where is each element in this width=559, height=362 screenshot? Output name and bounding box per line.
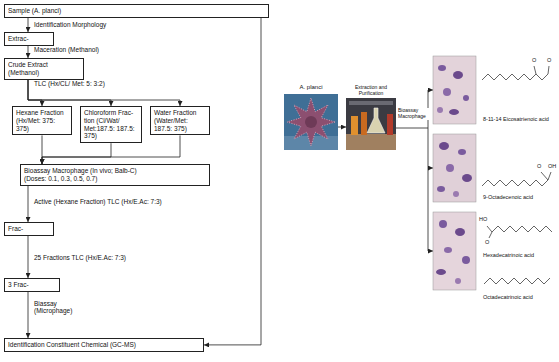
cell [438, 65, 446, 71]
arrow-label: Bioassay Macrophage [397, 108, 429, 120]
lab-photo [346, 98, 396, 150]
bond [487, 226, 492, 232]
edge-label: Biassay (Microphage) [33, 300, 81, 315]
node-text: Hexane Fraction (Hx/Met: 375: 375) [16, 109, 68, 132]
bottle [361, 112, 367, 135]
cell [455, 278, 461, 284]
microscopy-image [433, 212, 476, 290]
bond [534, 66, 536, 74]
node-text: Crude Extract (Methanol) [8, 61, 80, 77]
cell [453, 71, 463, 79]
molecule-structure [492, 226, 552, 232]
branch-arrow [428, 168, 433, 169]
connector-arrow [338, 127, 346, 128]
node-text: 3 Frac- [8, 281, 56, 289]
molecule-structure [482, 180, 548, 186]
microscopy-image [433, 134, 476, 202]
connector-arrow [28, 46, 29, 58]
atom-label: HO [478, 216, 488, 222]
cell [437, 107, 443, 113]
cell [462, 256, 470, 264]
process-box: 3 Frac- [4, 278, 60, 292]
branch-arrow [428, 90, 433, 91]
compound-name: Octadecatrinoic acid [482, 294, 534, 300]
atom-label: O [536, 163, 542, 169]
node-text: Water Fraction (Water/Met: 187.5: 375) [154, 109, 206, 132]
edge-label: Identification Morphology [33, 21, 107, 28]
connector-arrow [28, 18, 29, 32]
sample-box: Sample (A. planci) [4, 4, 269, 18]
photo-panel: Extraction and Purification [346, 84, 396, 150]
node-text: Frac- [8, 225, 50, 233]
cell [437, 186, 445, 192]
cell [449, 109, 459, 115]
connector-arrow [28, 80, 111, 106]
node-text: Identification Constituent Chemical (GC-… [8, 341, 200, 349]
cell [439, 220, 447, 228]
branch-line [396, 128, 428, 129]
edge-label: 25 Fractions TLC (Hx/E.Ac: 7:3) [33, 254, 127, 261]
bottle [387, 114, 393, 135]
cell [453, 191, 459, 197]
edge-label: TLC (Hx/CL/ Met: 5: 3:2) [33, 80, 106, 87]
node-text: Bioassay Macrophage (In vivo; Balb-C) [24, 167, 206, 175]
node-text: Extraction and Purification [346, 84, 396, 96]
lab-bench [346, 134, 396, 150]
bond [541, 172, 548, 180]
compound-name: Hexadecatrinoic acid [482, 252, 535, 258]
cell [443, 88, 451, 96]
process-box: Identification Constituent Chemical (GC-… [4, 338, 204, 352]
node-text: A. planci [284, 84, 338, 91]
connector-arrow [28, 236, 29, 278]
bond [548, 66, 549, 74]
node-text: Chloroform Frac- tion (Cl/Wat/ Met:187.5… [84, 109, 138, 140]
photo-panel: A. planci [284, 84, 338, 150]
cell [439, 142, 449, 150]
branch-arrow [428, 251, 433, 252]
microscopy-image [433, 56, 476, 124]
cell [462, 174, 472, 182]
process-box: Frac- [4, 222, 54, 236]
atom-label: O [484, 239, 490, 245]
connector-arrow [28, 292, 29, 338]
fraction-box: Water Fraction (Water/Met: 187.5: 375) [150, 106, 210, 135]
node-text: Extrac- [8, 35, 50, 43]
starfish-disc [305, 116, 317, 128]
connector-arrow [28, 80, 180, 106]
flask [367, 108, 385, 133]
cell [455, 228, 465, 236]
bottle [351, 116, 358, 135]
atom-label: O [546, 57, 552, 63]
compound-name: 9-Octadecenoic acid [482, 194, 534, 200]
edge-label: Maceration (Methanol) [33, 46, 100, 53]
cell [436, 269, 446, 275]
edge-label: Active (Hexane Fraction) TLC (Hx/E.Ac: 7… [33, 198, 163, 205]
atom-label: O [531, 57, 537, 63]
cell [463, 95, 469, 101]
node-text: (Doses: 0.1, 0.3, 0.5, 0.7) [24, 175, 206, 183]
connector-arrow [204, 18, 261, 345]
connector-arrow [42, 143, 111, 164]
compound-name: 8-11-14 Eicosatrienoic acid [482, 116, 550, 122]
starfish [287, 98, 335, 146]
bond [548, 172, 551, 180]
cell [458, 149, 466, 155]
bond [489, 232, 492, 238]
cell [444, 247, 452, 253]
molecule-structure [484, 278, 550, 284]
cell [446, 164, 454, 172]
molecule-structure [482, 74, 548, 80]
fraction-box: Hexane Fraction (Hx/Met: 375: 375) [12, 106, 72, 135]
atom-label: OH [547, 163, 557, 169]
process-box: Extrac- [4, 32, 54, 46]
starfish-photo [284, 94, 338, 150]
connector-arrow [28, 186, 29, 222]
node-text: Sample (A. planci) [8, 7, 265, 15]
process-box: Crude Extract (Methanol) [4, 58, 84, 80]
process-box: Bioassay Macrophage (In vivo; Balb-C)(Do… [20, 164, 210, 186]
shelf [349, 101, 393, 105]
fraction-box: Chloroform Frac- tion (Cl/Wat/ Met:187.5… [80, 106, 142, 143]
